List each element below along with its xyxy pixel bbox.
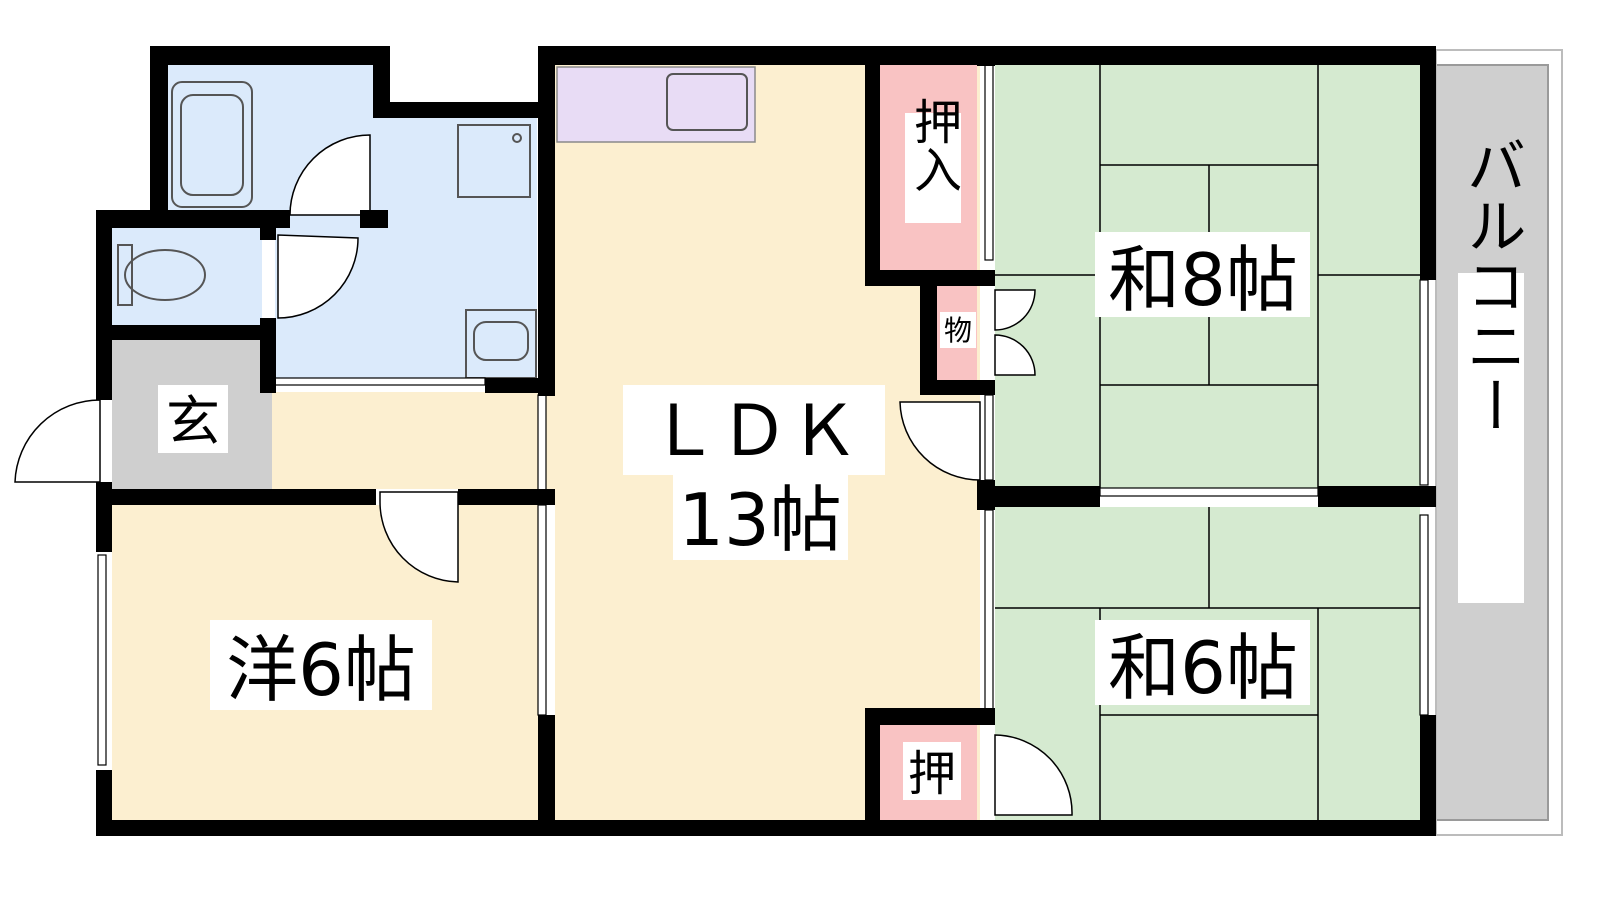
entrance-door-icon <box>14 399 101 483</box>
closet-door-icon <box>994 734 1073 816</box>
bath-door-icon <box>289 134 371 216</box>
doors <box>14 134 1073 816</box>
hallway-floor <box>272 392 555 489</box>
drain-icon <box>512 133 522 143</box>
walls <box>96 46 1436 836</box>
room-labels: ＬＤＫ 13帖 洋6帖 和8帖 和6帖 玄 押入 物 押 バルコニー <box>158 97 1526 802</box>
western-door-icon <box>379 491 459 583</box>
western-room-label: 洋6帖 <box>226 628 416 712</box>
japanese-6-label: 和6帖 <box>1108 626 1298 710</box>
toilet-bowl-icon <box>124 249 206 301</box>
washing-machine-icon <box>457 124 531 198</box>
bathtub-inner <box>180 94 244 196</box>
closet-upper-label: 押入 <box>905 97 961 193</box>
sink-icon <box>666 73 748 131</box>
storage-door-icon <box>994 289 1036 331</box>
wash-basin-bowl <box>473 321 529 361</box>
bathtub-icon <box>171 81 253 208</box>
storage-label: 物 <box>944 314 972 347</box>
balcony-outline <box>1435 49 1563 836</box>
balcony-label: バルコニー <box>1456 135 1526 435</box>
ldk-size-label: 13帖 <box>678 478 842 562</box>
ldk-label: ＬＤＫ <box>649 390 859 472</box>
closet-lower-label: 押 <box>908 746 956 802</box>
toilet-floor <box>112 228 262 325</box>
toilet-tank-icon <box>117 244 133 306</box>
toilet-door-icon <box>277 234 359 319</box>
tatami-lines <box>995 65 1420 820</box>
japanese-8-label: 和8帖 <box>1108 238 1298 322</box>
storage-door-icon-2 <box>994 334 1036 376</box>
entrance-label: 玄 <box>166 390 220 453</box>
japanese-8-door-icon <box>899 401 981 481</box>
